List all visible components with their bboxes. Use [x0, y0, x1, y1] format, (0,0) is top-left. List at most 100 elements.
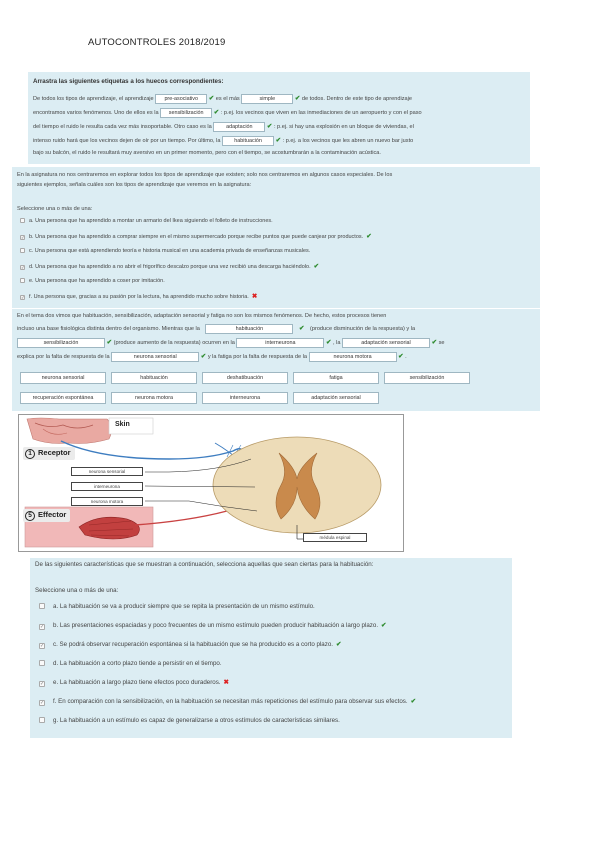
option-checkbox[interactable]: ✓ [39, 681, 45, 687]
option-checkbox[interactable]: ✓ [20, 264, 25, 270]
question-1-heading: Arrastra las siguientes etiquetas a los … [33, 78, 224, 85]
option-checkbox[interactable]: ✓ [39, 624, 45, 630]
diagram-drop-sensory[interactable]: neurona sensorial [71, 467, 143, 476]
diagram-drop-interneuron[interactable]: interneurona [71, 482, 143, 491]
option-text: d. La habituación a corto plazo tiende a… [53, 660, 222, 667]
option-checkbox[interactable] [39, 603, 45, 609]
question-panel-1: Arrastra las siguientes etiquetas a los … [28, 72, 530, 164]
option-row: a. Una persona que ha aprendido a montar… [20, 217, 273, 226]
option-row: ✓ b. Las presentaciones espaciadas y poco… [39, 621, 387, 631]
effector-number: 5 [25, 511, 35, 521]
correct-icon: ✔ [213, 109, 220, 116]
correct-icon: ✔ [298, 325, 305, 332]
drag-tag[interactable]: fatiga [293, 372, 379, 384]
question-3-line: incluso una base fisiológica distinta de… [17, 323, 416, 334]
option-checkbox[interactable]: ✓ [20, 234, 25, 240]
option-checkbox[interactable] [39, 660, 45, 666]
question-4-prompt: Seleccione una o más de una: [35, 587, 119, 594]
question-2-prompt: Seleccione una o más de una: [17, 206, 93, 212]
correct-icon: ✔ [313, 263, 320, 270]
question-1-line: bajo su balcón, el ruido le resultará mu… [33, 150, 381, 156]
correct-icon: ✔ [294, 95, 301, 102]
diagram-drop-spinal-cord[interactable]: médula espinal [303, 533, 367, 542]
drag-tag[interactable]: sensibilización [384, 372, 470, 384]
question-2-text: siguientes ejemplos, señala cuáles son l… [17, 182, 252, 188]
option-checkbox[interactable] [39, 717, 45, 723]
option-checkbox[interactable] [20, 247, 25, 253]
option-row: d. La habituación a corto plazo tiende a… [39, 659, 222, 669]
drop-slot[interactable]: sensibilización [17, 337, 105, 348]
drag-tag[interactable]: interneurona [202, 392, 288, 404]
drop-slot[interactable]: simple [241, 93, 294, 104]
drop-slot[interactable]: sensibilización [160, 107, 213, 118]
question-panel-3: En el tema dos vimos que habituación, se… [12, 309, 540, 411]
option-checkbox[interactable]: ✓ [39, 643, 45, 649]
effector-label: Effector [38, 510, 67, 519]
option-row: ✓ d. Una persona que ha aprendido a no ab… [20, 262, 319, 272]
wrong-icon: ✖ [251, 293, 258, 300]
correct-icon: ✔ [106, 339, 113, 346]
receptor-label: Receptor [38, 448, 71, 457]
receptor-number: 1 [25, 449, 35, 459]
option-text: c. Una persona que está aprendiendo teor… [29, 248, 311, 254]
question-1-line: encontramos varios fenómenos. Uno de ell… [33, 107, 422, 118]
question-3-line: explica por la falta de respuesta de la … [17, 351, 407, 362]
correct-icon: ✔ [200, 353, 207, 360]
option-checkbox[interactable] [20, 277, 25, 283]
drop-slot[interactable]: adaptación [213, 121, 266, 132]
option-row: e. Una persona que ha aprendido a coser … [20, 277, 165, 286]
drop-slot[interactable]: interneurona [236, 337, 325, 348]
drag-tag[interactable]: recuperación espontánea [20, 392, 106, 404]
option-row: ✓e. La habituación a largo plazo tiene e… [39, 678, 229, 688]
skin-label: Skin [115, 421, 130, 428]
option-text: f. En comparación con la sensibilización… [53, 698, 408, 705]
correct-icon: ✔ [325, 339, 332, 346]
drag-tag[interactable]: adaptación sensorial [293, 392, 379, 404]
option-row: ✓ f. Una persona que, gracias a su pasión… [20, 292, 257, 302]
drag-tag[interactable]: habituación [111, 372, 197, 384]
correct-icon: ✔ [381, 622, 387, 629]
question-2-text: En la asignatura no nos centraremos en e… [17, 172, 393, 178]
option-text: c. Se podrá observar recuperación espont… [53, 641, 333, 648]
wrong-icon: ✖ [223, 679, 229, 686]
option-text: b. Una persona que ha aprendido a compra… [29, 234, 364, 240]
drag-tag[interactable]: deshatibuación [202, 372, 288, 384]
option-row: c. Una persona que está aprendiendo teor… [20, 247, 310, 256]
correct-icon: ✔ [366, 233, 372, 240]
option-checkbox[interactable] [20, 217, 25, 223]
question-1-line: De todos los tipos de aprendizaje, el ap… [33, 93, 412, 104]
diagram-drop-motor[interactable]: neurona motora [71, 497, 143, 506]
drop-slot[interactable]: habituación [205, 323, 294, 334]
option-text: d. Una persona que ha aprendido a no abr… [29, 264, 311, 270]
option-text: a. La habituación se va a producir siemp… [53, 603, 315, 610]
question-4-text: De las siguientes características que se… [35, 561, 374, 568]
option-checkbox[interactable]: ✓ [39, 700, 45, 706]
correct-icon: ✔ [275, 137, 282, 144]
drop-slot[interactable]: neurona sensorial [111, 351, 200, 362]
drag-tag[interactable]: neurona motora [111, 392, 197, 404]
option-row: ✓ c. Se podrá observar recuperación espon… [39, 640, 341, 650]
drag-tag[interactable]: neurona sensorial [20, 372, 106, 384]
correct-icon: ✔ [208, 95, 215, 102]
drop-slot[interactable]: habituación [222, 135, 275, 146]
question-3-line: sensibilización ✔ (produce aumento de la… [17, 337, 445, 350]
correct-icon: ✔ [336, 641, 342, 648]
drop-slot[interactable]: pre-asociativo [155, 93, 208, 104]
option-row: a. La habituación se va a producir siemp… [39, 602, 315, 612]
option-text: a. Una persona que ha aprendido a montar… [29, 218, 273, 224]
option-text: g. La habituación a un estímulo es capaz… [53, 717, 340, 724]
correct-icon: ✔ [266, 123, 273, 130]
question-1-line: intenso ruido hará que los vecinos dejen… [33, 135, 414, 146]
option-text: e. Una persona que ha aprendido a coser … [29, 278, 165, 284]
option-text: f. Una persona que, gracias a su pasión … [29, 294, 249, 300]
question-panel-4: De las siguientes características que se… [30, 558, 512, 738]
option-text: b. Las presentaciones espaciadas y poco … [53, 622, 379, 629]
drop-slot[interactable]: adaptación sensorial [342, 337, 431, 348]
drop-slot[interactable]: neurona motora [308, 351, 397, 362]
page-title: AUTOCONTROLES 2018/2019 [88, 37, 226, 48]
option-checkbox[interactable]: ✓ [20, 294, 25, 300]
option-row: ✓ b. Una persona que ha aprendido a compr… [20, 232, 372, 242]
